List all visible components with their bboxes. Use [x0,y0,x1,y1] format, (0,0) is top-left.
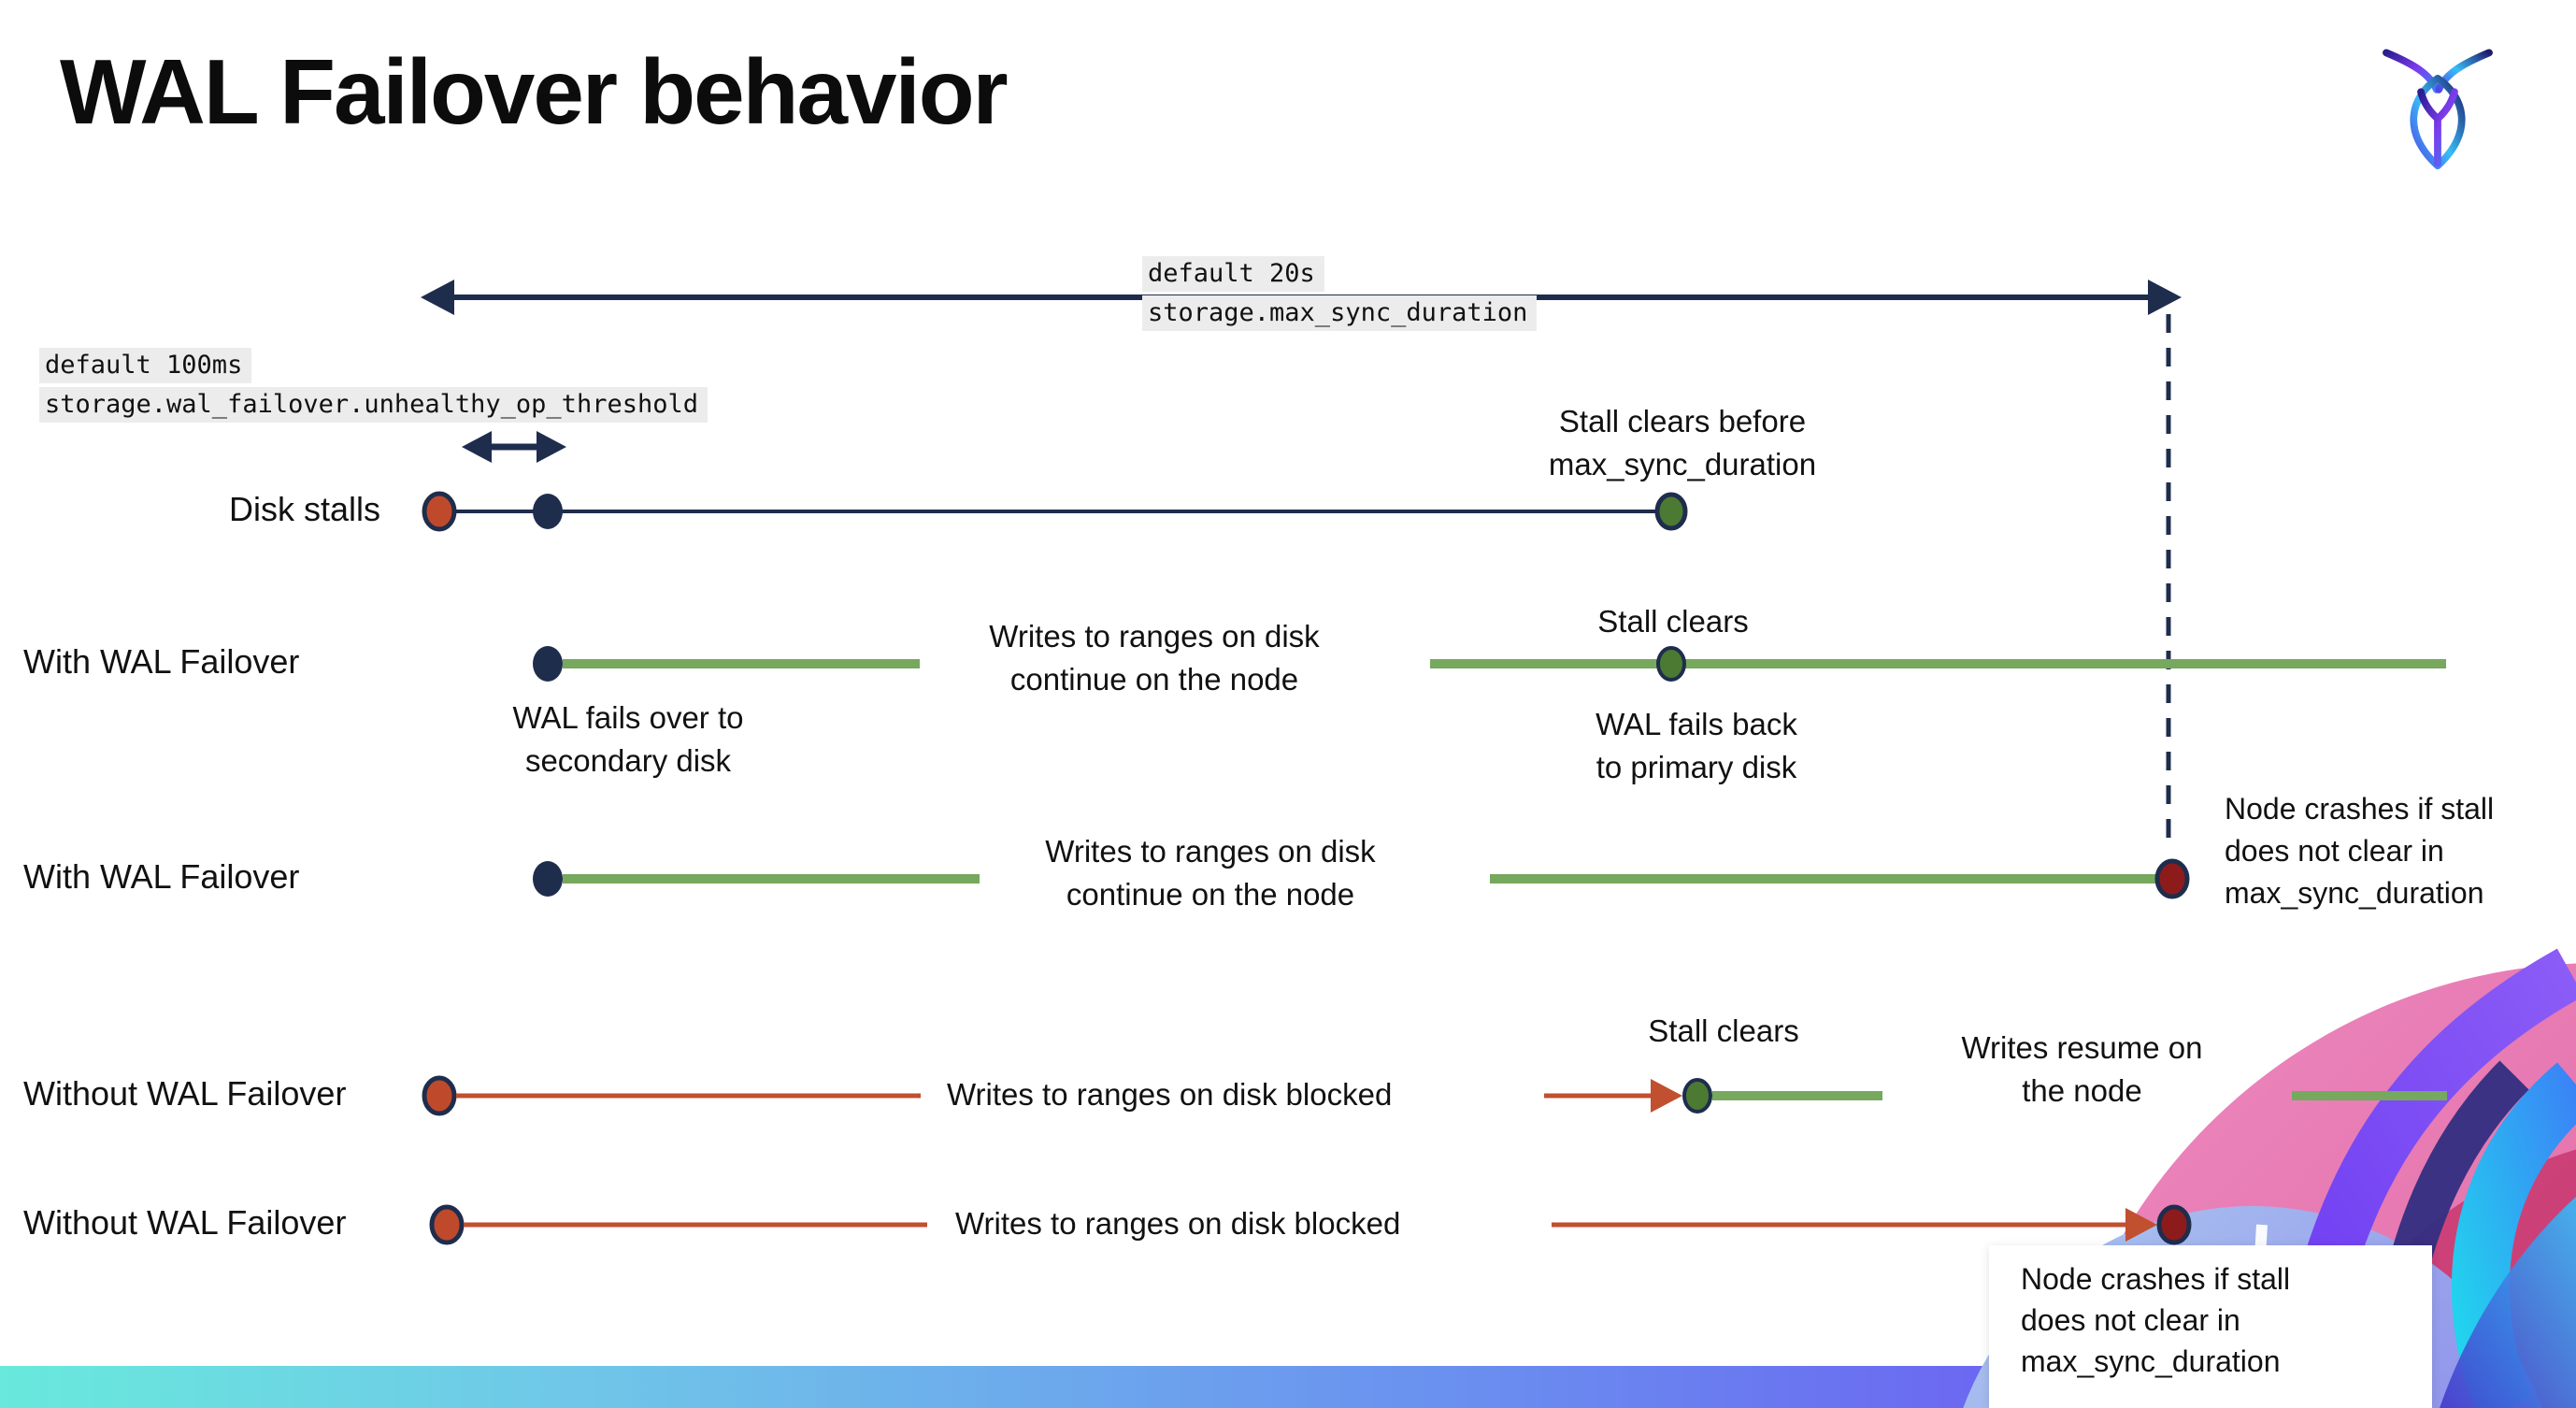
timeline-without-wal-1 [422,1075,2447,1116]
unhealthy-op-default-tag: default 100ms [39,348,252,383]
note-stall-clears-1: Stall clears [1597,604,1749,639]
stall-clears-dot [1654,492,1688,531]
row-label-with-wal-1: With WAL Failover [23,642,300,681]
note-writes-blocked-1: Writes to ranges on disk blocked [947,1077,1393,1112]
note-writes-resume: Writes resume on the node [1961,1030,2203,1109]
node-crash-callout-box: Node crashes if stall does not clear in … [1989,1245,2432,1408]
blocked-arrowhead [2125,1208,2157,1242]
node-crash-dot [2156,1204,2192,1245]
note-wal-fails-back: WAL fails back to primary disk [1596,707,1797,785]
note-writes-continue-1: Writes to ranges on disk continue on the… [989,619,1320,697]
note-stall-clears-before: Stall clears before max_sync_duration [1548,404,1817,482]
threshold-dot [533,494,563,529]
row-label-disk-stalls: Disk stalls [229,490,381,528]
stall-start-dot [422,1075,457,1116]
note-node-crashes-2: Node crashes if stall does not clear in … [2021,1262,2291,1379]
page-title: WAL Failover behavior [60,40,1009,143]
timeline-with-wal-2 [533,858,2190,899]
unhealthy-op-setting-tag: storage.wal_failover.unhealthy_op_thresh… [39,387,708,423]
unhealthy-op-threshold-arrow [462,431,566,463]
node-crash-dot [2154,858,2190,899]
max-sync-default-tag: default 20s [1142,256,1324,292]
stall-start-dot [429,1204,465,1245]
failover-dot [533,646,563,682]
timeline-with-wal-1 [533,646,2446,682]
note-stall-clears-2: Stall clears [1648,1013,1799,1048]
note-wal-fails-over: WAL fails over to secondary disk [512,700,744,779]
note-node-crashes-1: Node crashes if stall does not clear in … [2225,792,2495,910]
blocked-arrowhead [1651,1079,1682,1113]
stall-clears-dot [1682,1078,1712,1113]
timeline-without-wal-2 [429,1204,2192,1245]
failover-dot [533,861,563,897]
timeline-disk-stalls [422,491,1688,532]
note-writes-blocked-2: Writes to ranges on disk blocked [955,1206,1401,1241]
stall-start-dot [422,491,457,532]
row-label-without-wal-1: Without WAL Failover [23,1074,347,1113]
note-writes-continue-2: Writes to ranges on disk continue on the… [1045,834,1376,912]
artwork-corner-fill [2440,1197,2576,1408]
row-label-with-wal-2: With WAL Failover [23,857,300,896]
failback-dot [1656,646,1686,682]
max-sync-setting-tag: storage.max_sync_duration [1142,295,1538,331]
row-label-without-wal-2: Without WAL Failover [23,1203,347,1242]
cockroachdb-logo-icon [2383,49,2493,170]
